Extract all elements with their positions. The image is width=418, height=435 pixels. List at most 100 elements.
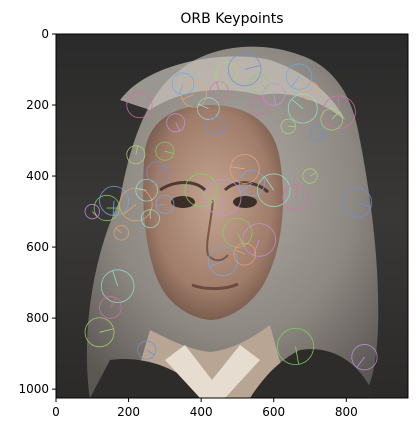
keypoint-orientation	[357, 202, 372, 208]
keypoint-circle	[99, 185, 129, 216]
keypoint-orientation	[259, 83, 268, 89]
keypoint-circle	[184, 173, 218, 207]
keypoint-circle	[342, 187, 373, 218]
keypoint-circle	[300, 81, 320, 101]
keypoint-circle	[249, 74, 269, 94]
keypoint-circle	[215, 61, 238, 85]
plot-area	[56, 34, 408, 398]
keypoint-circle	[100, 269, 135, 303]
y-tick-label: 400	[26, 169, 49, 183]
keypoint-orientation	[331, 111, 340, 120]
keypoint-circle	[276, 327, 315, 366]
keypoint-circle	[166, 113, 186, 133]
y-tick-label: 200	[26, 98, 49, 112]
keypoint-orientation	[209, 260, 224, 268]
keypoint-circle	[209, 81, 229, 101]
keypoint-orientation	[122, 204, 137, 216]
keypoint-circle	[197, 97, 220, 120]
keypoint-orientation	[112, 200, 115, 216]
keypoint-orientation	[115, 227, 122, 234]
keypoint-circle	[286, 63, 313, 90]
keypoint-orientation	[112, 270, 119, 287]
keypoint-circle	[287, 93, 318, 124]
keypoint-circle	[320, 107, 344, 131]
y-tick-label: 600	[26, 240, 49, 254]
portrait-photo	[56, 34, 408, 398]
keypoint-orientation	[175, 122, 181, 132]
keypoint-circle	[204, 178, 242, 216]
keypoint-circle	[262, 83, 286, 106]
keypoint-orientation	[110, 297, 117, 308]
keypoints-layer	[84, 52, 378, 371]
keypoint-circle	[99, 296, 122, 319]
keypoint-orientation	[91, 211, 98, 218]
y-tick-label: 1000	[18, 382, 49, 396]
keypoint-circle	[180, 81, 207, 108]
keypoint-orientation	[241, 182, 253, 192]
keypoint-circle	[171, 72, 195, 96]
keypoint-orientation	[131, 94, 140, 106]
keypoint-orientation	[200, 189, 213, 203]
keypoint-circle	[113, 225, 129, 241]
keypoint-circle	[282, 184, 309, 211]
keypoint-orientation	[182, 94, 195, 100]
keypoint-orientation	[178, 83, 184, 95]
plot-frame	[55, 33, 409, 399]
keypoint-orientation	[99, 328, 114, 333]
keypoint-circle	[351, 344, 378, 371]
keypoint-circle	[126, 91, 153, 119]
keypoint-orientation	[157, 166, 168, 173]
keypoint-orientation	[244, 64, 261, 70]
keypoint-circle	[322, 95, 356, 129]
keypoint-circle	[208, 246, 238, 277]
keypoint-orientation	[291, 98, 304, 109]
chart-title: ORB Keypoints	[180, 11, 283, 27]
keypoint-orientation	[252, 239, 260, 256]
keypoint-orientation	[264, 176, 275, 191]
keypoint-circle	[229, 154, 260, 184]
keypoint-orientation	[337, 95, 340, 113]
keypoint-orientation	[291, 76, 300, 88]
keypoint-circle	[242, 223, 276, 257]
keypoint-orientation	[356, 356, 365, 368]
keypoint-circle	[227, 52, 262, 87]
x-tick-label: 200	[117, 405, 140, 419]
keypoint-circle	[155, 194, 175, 214]
keypoint-orientation	[230, 166, 245, 170]
x-tick-label: 400	[190, 405, 213, 419]
keypoint-orientation	[226, 63, 233, 74]
x-tick-label: 800	[335, 405, 358, 419]
keypoint-orientation	[135, 145, 139, 155]
keypoint-circle	[84, 203, 100, 220]
keypoint-orientation	[164, 150, 174, 155]
keypoint-orientation	[215, 82, 220, 91]
keypoint-circle	[302, 168, 318, 184]
keypoint-orientation	[309, 172, 317, 177]
y-tick-label: 800	[26, 311, 49, 325]
keypoint-orientation	[295, 346, 300, 365]
keypoint-circle	[238, 170, 266, 197]
keypoint-circle	[135, 178, 159, 202]
keypoint-circle	[137, 340, 157, 360]
keypoint-orientation	[300, 90, 311, 93]
keypoint-orientation	[220, 197, 224, 216]
keypoint-orientation	[155, 204, 165, 206]
keypoint-orientation	[198, 103, 209, 109]
keypoint-orientation	[146, 349, 155, 356]
keypoint-circle	[222, 217, 253, 248]
keypoint-circle	[257, 173, 291, 207]
x-tick-label: 0	[52, 405, 60, 419]
keypoint-circle	[155, 141, 175, 161]
keypoint-orientation	[258, 98, 266, 106]
keypoint-orientation	[215, 126, 222, 134]
keypoint-orientation	[135, 188, 147, 191]
keypoint-orientation	[234, 249, 245, 255]
x-tick-label: 600	[262, 405, 285, 419]
keypoint-circle	[126, 145, 146, 165]
keypoint-orientation	[295, 184, 299, 198]
keypoint-circle	[84, 317, 115, 348]
keypoint-circle	[206, 116, 226, 136]
keypoint-circle	[146, 161, 169, 184]
